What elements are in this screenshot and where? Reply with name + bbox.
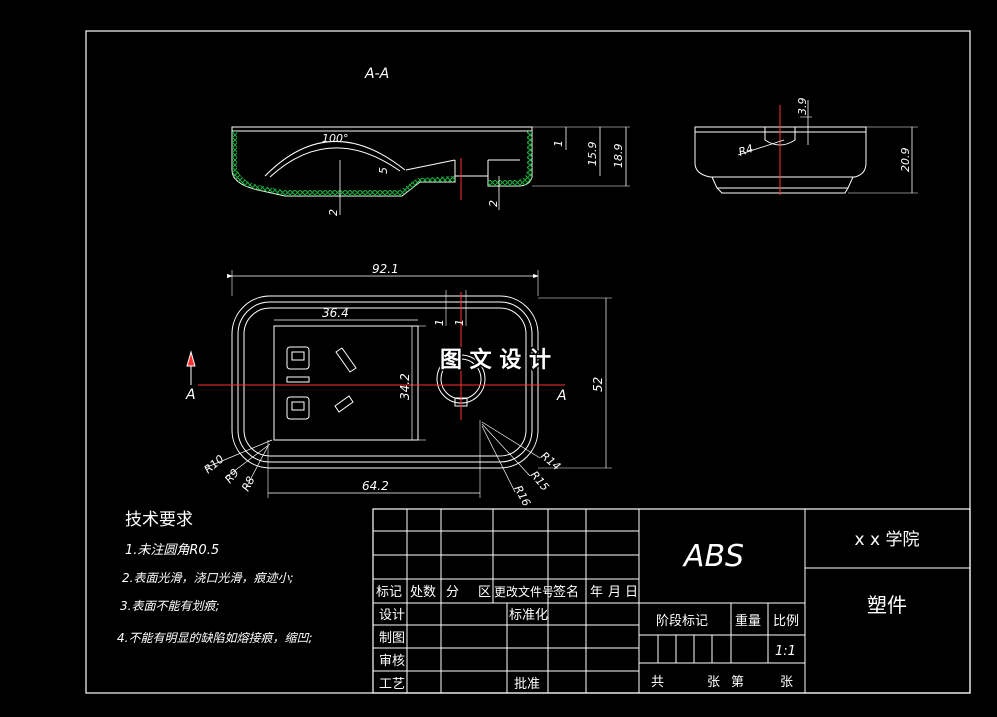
tb-sheet-no: 第 [731,675,744,690]
tb-design: 设计 [379,608,405,623]
dim-plan-36-4: 36.4 [322,306,349,320]
tb-approve: 批准 [514,677,540,692]
tb-rev-count: 处数 [410,585,436,600]
dim-plan-52: 52 [591,377,605,392]
dim-r10: R10 [202,452,227,476]
tb-rev-part: 分 [446,585,459,600]
tb-drafting: 制图 [379,631,405,646]
dim-side-20-9: 20.9 [899,148,912,173]
note-item-3: 3.表面不能有划痕; [120,599,220,613]
tb-school: x x 学院 [855,530,920,550]
notes-title: 技术要求 [125,510,193,530]
section-view-a-a: A-A [231,66,630,215]
tb-sheets-a: 张 [707,675,720,690]
dim-sec-2b: 2 [487,200,500,207]
section-mark-right: A [556,388,567,404]
dim-side-3-9: 3.9 [796,98,809,116]
tb-scale-value: 1:1 [775,644,796,659]
dim-r9: R9 [222,466,241,486]
watermark: 图 文 设 计 [440,347,551,373]
dim-sec-18-9: 18.9 [612,144,625,169]
tb-rev-year: 年 [590,585,603,600]
tb-rev-sign: 签名 [553,584,579,600]
dim-r15: R15 [528,469,552,494]
dim-plan-64-2: 64.2 [362,479,389,493]
tb-rev-month: 月 [608,585,621,600]
side-view [694,100,918,195]
tb-rev-zone: 区 [478,585,491,600]
dim-r16: R16 [511,483,533,508]
tb-part-name: 塑件 [867,593,907,617]
dim-plan-92-1: 92.1 [372,262,399,276]
tb-review: 审核 [379,654,405,669]
tb-rev-mark: 标记 [376,585,402,600]
tb-standardize: 标准化 [509,608,548,623]
note-item-2: 2.表面光滑，浇口光滑，痕迹小; [122,571,294,585]
dim-plan-34-2: 34.2 [398,373,412,400]
tb-stage-mark: 阶段标记 [656,614,708,629]
tb-sheets-b: 张 [780,675,793,690]
dim-sec-15-9: 15.9 [586,142,599,167]
dim-sec-2a: 2 [327,209,340,216]
tb-process: 工艺 [379,677,405,692]
note-item-1: 1.未注圆角R0.5 [125,543,219,558]
dim-r8: R8 [239,474,257,493]
tb-material: ABS [682,539,744,574]
plan-view [186,270,612,498]
section-view-label: A-A [364,66,389,82]
note-item-4: 4.不能有明显的缺陷如熔接痕，缩凹; [117,631,313,645]
tb-rev-docno: 更改文件号 [494,584,554,599]
dim-sec-5: 5 [377,167,390,174]
title-block [372,508,971,694]
section-mark-left: A [185,387,196,403]
tb-rev-day: 日 [625,585,638,600]
dim-side-r4: R4 [737,142,755,159]
dim-sec-1: 1 [552,140,565,147]
dim-plan-1b: 1 [453,319,466,326]
tb-weight: 重量 [735,613,761,629]
dim-angle-100: 100° [322,132,349,145]
tb-total: 共 [651,675,664,690]
dim-plan-1a: 1 [433,319,446,326]
section-wall-hatch-right [488,131,532,186]
tb-scale: 比例 [773,614,799,629]
dim-r14: R14 [538,449,563,473]
